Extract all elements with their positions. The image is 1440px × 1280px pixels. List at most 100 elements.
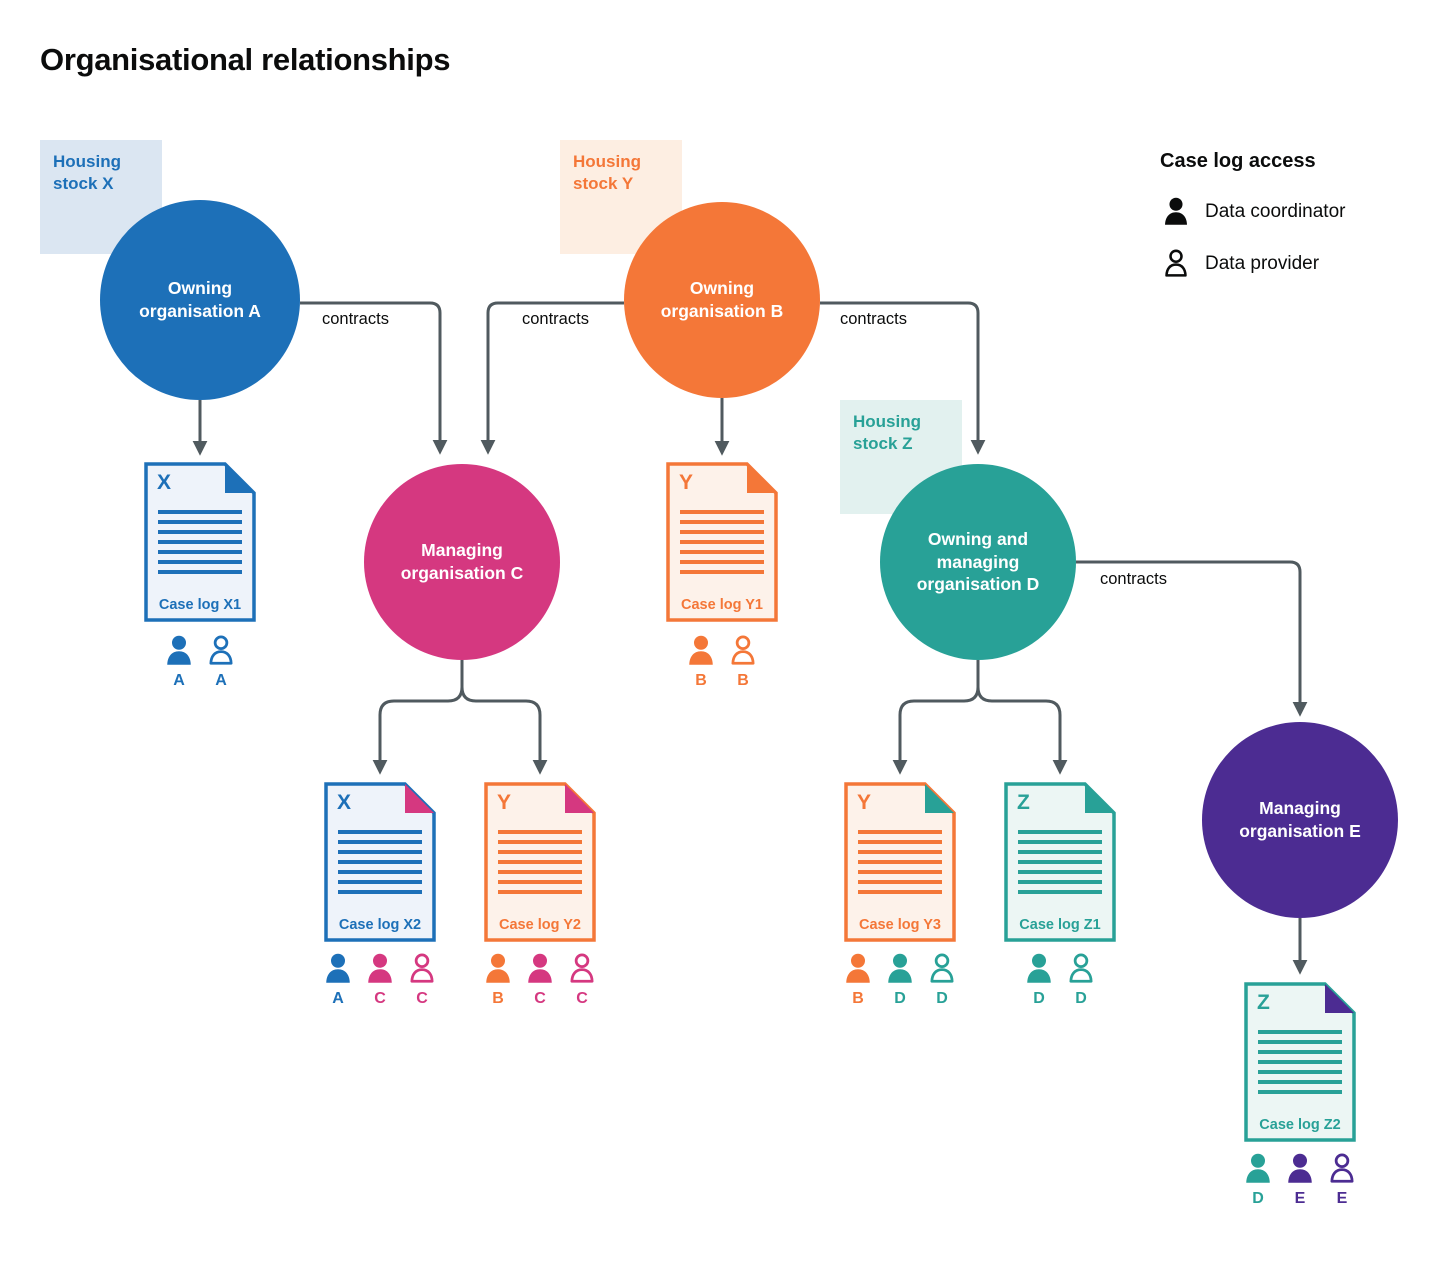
person-filled-icon <box>525 952 555 985</box>
legend-item-coordinator: Data coordinator <box>1162 196 1345 227</box>
access-row-y2: B C C <box>477 952 603 1008</box>
case-log-y1: Y Case log Y1 <box>666 462 778 622</box>
person-filled-icon <box>1285 1152 1315 1185</box>
arrow-c-to-y2 <box>460 686 548 775</box>
access-cell: C <box>519 952 561 1008</box>
person-outline-icon <box>206 634 236 667</box>
access-cell: C <box>401 952 443 1008</box>
case-log-x1: X Case log X1 <box>144 462 256 622</box>
access-cell: D <box>1060 952 1102 1008</box>
contracts-label-a-c: contracts <box>322 310 389 328</box>
doc-label: Case log Y3 <box>859 917 941 933</box>
person-filled-icon <box>686 634 716 667</box>
access-org-letter: A <box>332 990 344 1007</box>
access-org-letter: D <box>1075 990 1087 1007</box>
person-filled-icon <box>843 952 873 985</box>
access-org-letter: A <box>215 672 227 689</box>
access-cell: D <box>1237 1152 1279 1208</box>
access-cell: A <box>317 952 359 1008</box>
housing-stock-x-box: Housing stock X <box>40 140 162 254</box>
contracts-label-b-c: contracts <box>522 310 589 328</box>
access-cell: B <box>477 952 519 1008</box>
access-row-z2: D E E <box>1237 1152 1363 1208</box>
person-outline-icon <box>567 952 597 985</box>
access-cell: C <box>359 952 401 1008</box>
access-org-letter: C <box>416 990 428 1007</box>
person-filled-icon <box>323 952 353 985</box>
doc-label: Case log X2 <box>338 917 422 933</box>
org-node-a-label: Owning organisation A <box>139 278 261 321</box>
legend-item-label: Data coordinator <box>1205 200 1346 222</box>
access-cell: A <box>200 634 242 690</box>
doc-letter: Y <box>857 791 872 814</box>
legend-item-label: Data provider <box>1205 252 1320 274</box>
doc-letter: Y <box>679 471 694 494</box>
person-outline-icon <box>728 634 758 667</box>
org-node-d-label: Owning and managing organisation D <box>916 528 1040 595</box>
case-log-x2: X Case log X2 <box>324 782 436 942</box>
doc-label: Case log Y2 <box>499 917 581 933</box>
contracts-label-b-d: contracts <box>840 310 907 328</box>
access-org-letter: E <box>1294 1190 1306 1207</box>
access-cell: D <box>879 952 921 1008</box>
person-filled-icon <box>1162 196 1190 227</box>
case-log-z2: Z Case log Z2 <box>1244 982 1356 1142</box>
access-org-letter: D <box>894 990 906 1007</box>
access-row-x2: A C C <box>317 952 443 1008</box>
access-org-letter: C <box>576 990 588 1007</box>
access-row-x1: A A <box>158 634 242 690</box>
access-cell: E <box>1321 1152 1363 1208</box>
access-org-letter: E <box>1336 1190 1348 1207</box>
access-row-y1: B B <box>680 634 764 690</box>
doc-letter: Z <box>1017 791 1030 814</box>
page-title: Organisational relationships <box>40 42 451 77</box>
access-org-letter: A <box>173 672 185 689</box>
housing-stock-z-label: Housing stock Z <box>853 412 921 454</box>
housing-stock-y-label: Housing stock Y <box>573 152 641 194</box>
access-org-letter: B <box>852 990 864 1007</box>
access-org-letter: B <box>737 672 749 689</box>
contracts-label-d-e: contracts <box>1100 570 1167 588</box>
person-outline-icon <box>1162 248 1190 279</box>
legend-title: Case log access <box>1160 150 1316 172</box>
person-filled-icon <box>164 634 194 667</box>
access-org-letter: B <box>695 672 707 689</box>
access-cell: E <box>1279 1152 1321 1208</box>
access-org-letter: D <box>936 990 948 1007</box>
person-outline-icon <box>407 952 437 985</box>
doc-label: Case log Z1 <box>1019 917 1101 933</box>
person-outline-icon <box>1066 952 1096 985</box>
access-org-letter: C <box>374 990 386 1007</box>
case-log-z1: Z Case log Z1 <box>1004 782 1116 942</box>
access-org-letter: C <box>534 990 546 1007</box>
person-outline-icon <box>1327 1152 1357 1185</box>
org-node-c-label: Managing organisation C <box>400 540 524 583</box>
access-org-letter: D <box>1252 1190 1264 1207</box>
access-cell: B <box>837 952 879 1008</box>
org-node-a: Owning organisation A <box>100 200 300 400</box>
person-filled-icon <box>483 952 513 985</box>
org-node-b-label: Owning organisation B <box>660 278 784 321</box>
person-filled-icon <box>365 952 395 985</box>
arrow-d-to-y3 <box>892 686 980 775</box>
case-log-y2: Y Case log Y2 <box>484 782 596 942</box>
doc-letter: X <box>157 471 172 494</box>
org-node-e: Managing organisation E <box>1202 722 1398 918</box>
person-outline-icon <box>927 952 957 985</box>
org-node-d: Owning and managing organisation D <box>880 464 1076 660</box>
access-cell: A <box>158 634 200 690</box>
doc-label: Case log Z2 <box>1259 1117 1341 1133</box>
doc-letter: Y <box>497 791 512 814</box>
housing-stock-x-label: Housing stock X <box>53 152 121 194</box>
access-org-letter: D <box>1033 990 1045 1007</box>
doc-letter: Z <box>1257 991 1270 1014</box>
person-filled-icon <box>1243 1152 1273 1185</box>
arrow-d-to-z1 <box>976 686 1068 775</box>
org-node-e-label: Managing organisation E <box>1239 798 1361 841</box>
legend-item-provider: Data provider <box>1162 248 1319 279</box>
doc-label: Case log X1 <box>158 597 242 613</box>
access-cell: B <box>680 634 722 690</box>
org-node-b: Owning organisation B <box>624 202 820 398</box>
access-cell: C <box>561 952 603 1008</box>
